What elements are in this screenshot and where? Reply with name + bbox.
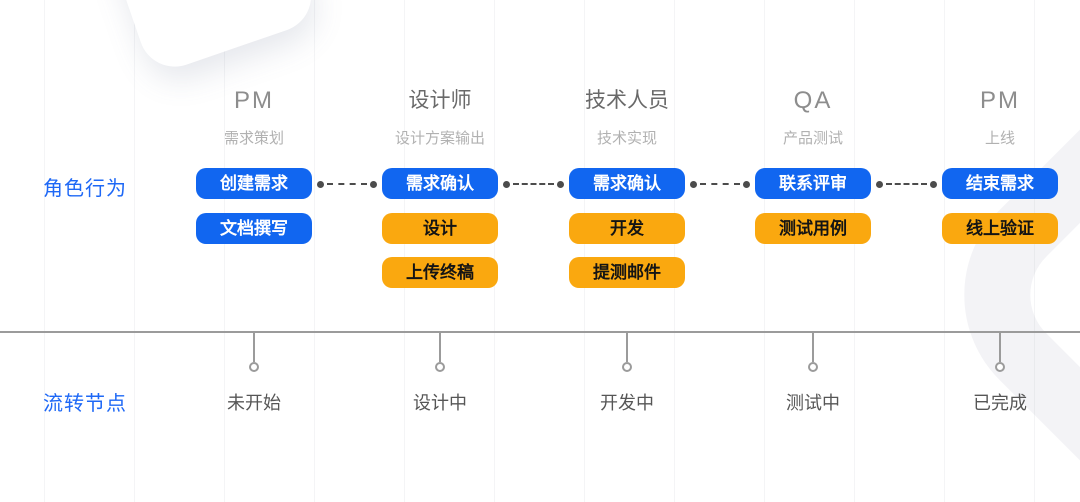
role-phase: 技术实现	[596, 130, 657, 147]
flow-connector	[317, 180, 377, 188]
flow-connector	[876, 180, 937, 188]
connector-dot-icon	[370, 180, 377, 188]
flow-connector	[503, 180, 564, 188]
connector-dot-icon	[690, 180, 697, 188]
connector-dot-icon	[743, 180, 750, 188]
role-phase: 需求策划	[223, 130, 284, 147]
action-button-write-doc[interactable]: 文档撰写	[196, 213, 312, 244]
connector-dash-line	[886, 183, 927, 185]
flow-connector	[690, 180, 750, 188]
role-phase: 上线	[984, 130, 1015, 147]
column-pm-planning: PM 需求策划 创建需求 文档撰写	[161, 0, 347, 502]
action-button-develop[interactable]: 开发	[569, 213, 685, 244]
connector-dash-line	[513, 183, 554, 185]
connector-dot-icon	[930, 180, 937, 188]
action-button-contact-review[interactable]: 联系评审	[755, 168, 871, 199]
role-title: PM	[234, 87, 274, 114]
role-phase: 产品测试	[782, 130, 843, 147]
timeline-node-circle-icon	[808, 362, 818, 372]
connector-dash-line	[700, 183, 740, 185]
connector-dot-icon	[876, 180, 883, 188]
column-qa: QA 产品测试 联系评审 测试用例	[720, 0, 906, 502]
timeline-node-circle-icon	[622, 362, 632, 372]
action-button-online-verify[interactable]: 线上验证	[942, 213, 1058, 244]
timeline-stem	[812, 333, 814, 362]
connector-dot-icon	[503, 180, 510, 188]
timeline-node-circle-icon	[995, 362, 1005, 372]
timeline-stem	[253, 333, 255, 362]
role-phase: 设计方案输出	[394, 130, 485, 147]
connector-dash-line	[327, 183, 367, 185]
timeline-axis	[0, 331, 1080, 333]
column-engineer: 技术人员 技术实现 需求确认 开发 提测邮件	[534, 0, 720, 502]
role-title: PM	[980, 87, 1020, 114]
timeline-stem	[626, 333, 628, 362]
role-title: 技术人员	[585, 89, 669, 112]
action-button-confirm-requirement[interactable]: 需求确认	[382, 168, 498, 199]
node-status-done: 已完成	[973, 393, 1027, 413]
column-designer: 设计师 设计方案输出 需求确认 设计 上传终稿	[347, 0, 533, 502]
node-status-designing: 设计中	[413, 393, 467, 413]
action-button-design[interactable]: 设计	[382, 213, 498, 244]
node-status-developing: 开发中	[600, 393, 654, 413]
action-button-close-requirement[interactable]: 结束需求	[942, 168, 1058, 199]
action-button-test-email[interactable]: 提测邮件	[569, 257, 685, 288]
role-title: QA	[793, 87, 833, 114]
connector-dot-icon	[557, 180, 564, 188]
action-button-confirm-requirement[interactable]: 需求确认	[569, 168, 685, 199]
row-label-flow-nodes: 流转节点	[43, 393, 127, 415]
connector-dot-icon	[317, 180, 324, 188]
row-label-role-actions: 角色行为	[43, 178, 127, 200]
timeline-node-circle-icon	[435, 362, 445, 372]
timeline-stem	[999, 333, 1001, 362]
action-button-create-requirement[interactable]: 创建需求	[196, 168, 312, 199]
action-button-upload-final[interactable]: 上传终稿	[382, 257, 498, 288]
column-pm-launch: PM 上线 结束需求 线上验证	[907, 0, 1080, 502]
role-title: 设计师	[408, 89, 472, 112]
node-status-not-started: 未开始	[227, 393, 281, 413]
action-button-test-case[interactable]: 测试用例	[755, 213, 871, 244]
timeline-node-circle-icon	[249, 362, 259, 372]
node-status-testing: 测试中	[786, 393, 840, 413]
timeline-stem	[439, 333, 441, 362]
